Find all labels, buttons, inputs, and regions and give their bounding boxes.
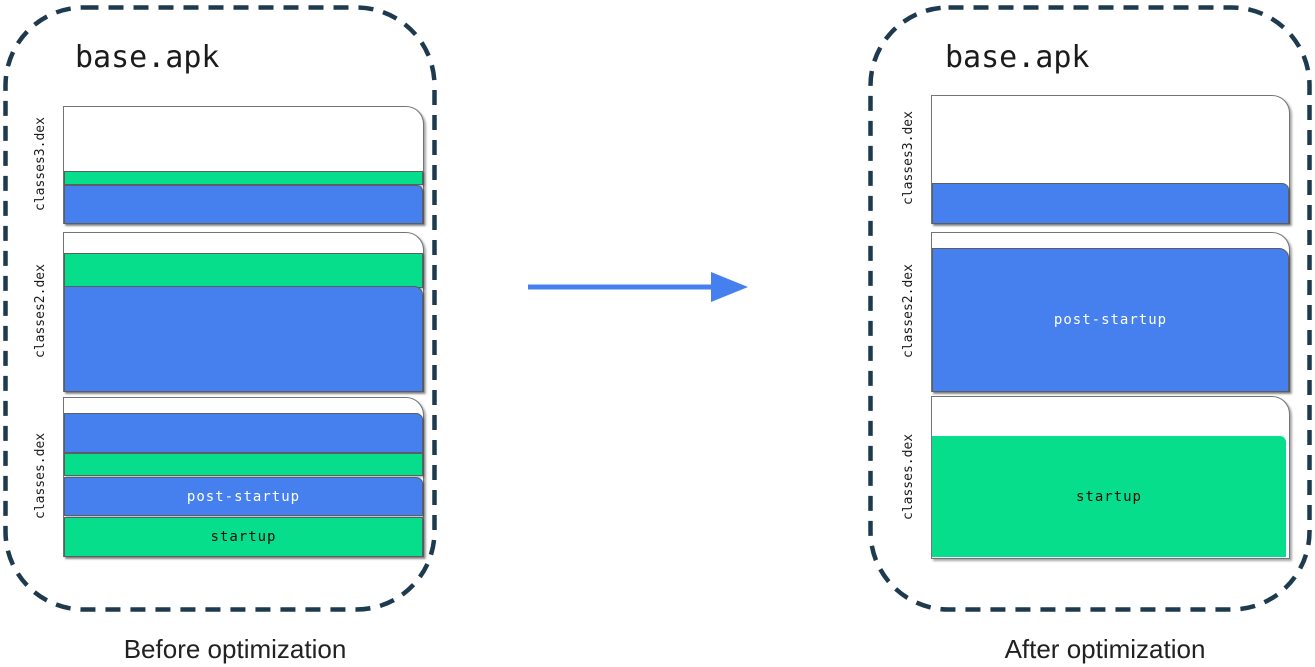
dex-file-label: classes.dex (901, 433, 916, 520)
post-startup-segment (64, 286, 423, 392)
dex-file-page (931, 95, 1290, 224)
apk-title: base.apk (75, 40, 220, 75)
before-caption: Before optimization (123, 634, 347, 664)
segment-label: post-startup (186, 488, 301, 505)
dex-file-page: post-startup startup (63, 397, 424, 557)
segment-label: startup (1075, 488, 1142, 505)
startup-segment (64, 253, 423, 288)
before-apk-container: base.apk (3, 5, 437, 612)
dex-file-page (63, 106, 424, 224)
dashed-outline-after (868, 5, 1312, 612)
after-caption: After optimization (1004, 634, 1206, 664)
apk-title: base.apk (945, 40, 1090, 75)
startup-segment: startup (64, 517, 423, 557)
dashed-outline-before (3, 5, 437, 612)
dex-file-label: classes2.dex (33, 264, 48, 358)
startup-segment: startup (932, 436, 1286, 557)
dex-file-label: classes2.dex (901, 264, 916, 358)
segment-label: startup (210, 529, 277, 545)
post-startup-segment (932, 183, 1289, 224)
post-startup-segment (64, 413, 423, 453)
right-arrow-icon (528, 272, 748, 302)
dex-file-page: post-startup (931, 232, 1290, 392)
dex-file-label: classes.dex (33, 432, 48, 520)
post-startup-segment: post-startup (932, 248, 1289, 392)
startup-segment (64, 171, 423, 185)
after-apk-container: base.apk (868, 5, 1312, 612)
segment-label: post-startup (1053, 312, 1168, 328)
post-startup-segment: post-startup (64, 477, 423, 516)
startup-segment (64, 453, 423, 476)
dex-file-page: startup (931, 396, 1290, 559)
dex-file-page (63, 232, 424, 392)
post-startup-segment (64, 185, 423, 224)
dex-file-label: classes3.dex (901, 111, 916, 206)
dex-file-label: classes3.dex (33, 117, 48, 211)
